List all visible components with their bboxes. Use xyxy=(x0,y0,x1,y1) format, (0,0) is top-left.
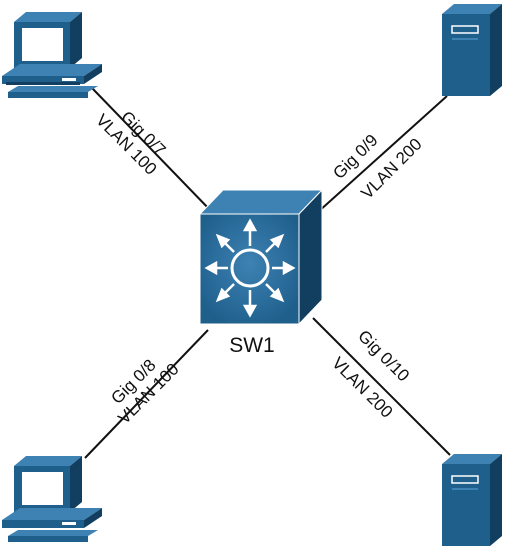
server-icon-gig-0-9 xyxy=(442,4,502,96)
link-line-gig-0-7 xyxy=(91,87,213,213)
link-line-gig-0-10 xyxy=(312,317,451,456)
pc-icon-gig-0-8 xyxy=(2,456,102,542)
link-line-gig-0-8 xyxy=(84,329,209,459)
link-line-gig-0-9 xyxy=(317,95,448,213)
pc-icon-gig-0-7 xyxy=(2,12,102,98)
switch-name-label: SW1 xyxy=(229,334,275,357)
multilayer-switch-icon xyxy=(198,188,324,326)
server-icon-gig-0-10 xyxy=(442,454,502,546)
